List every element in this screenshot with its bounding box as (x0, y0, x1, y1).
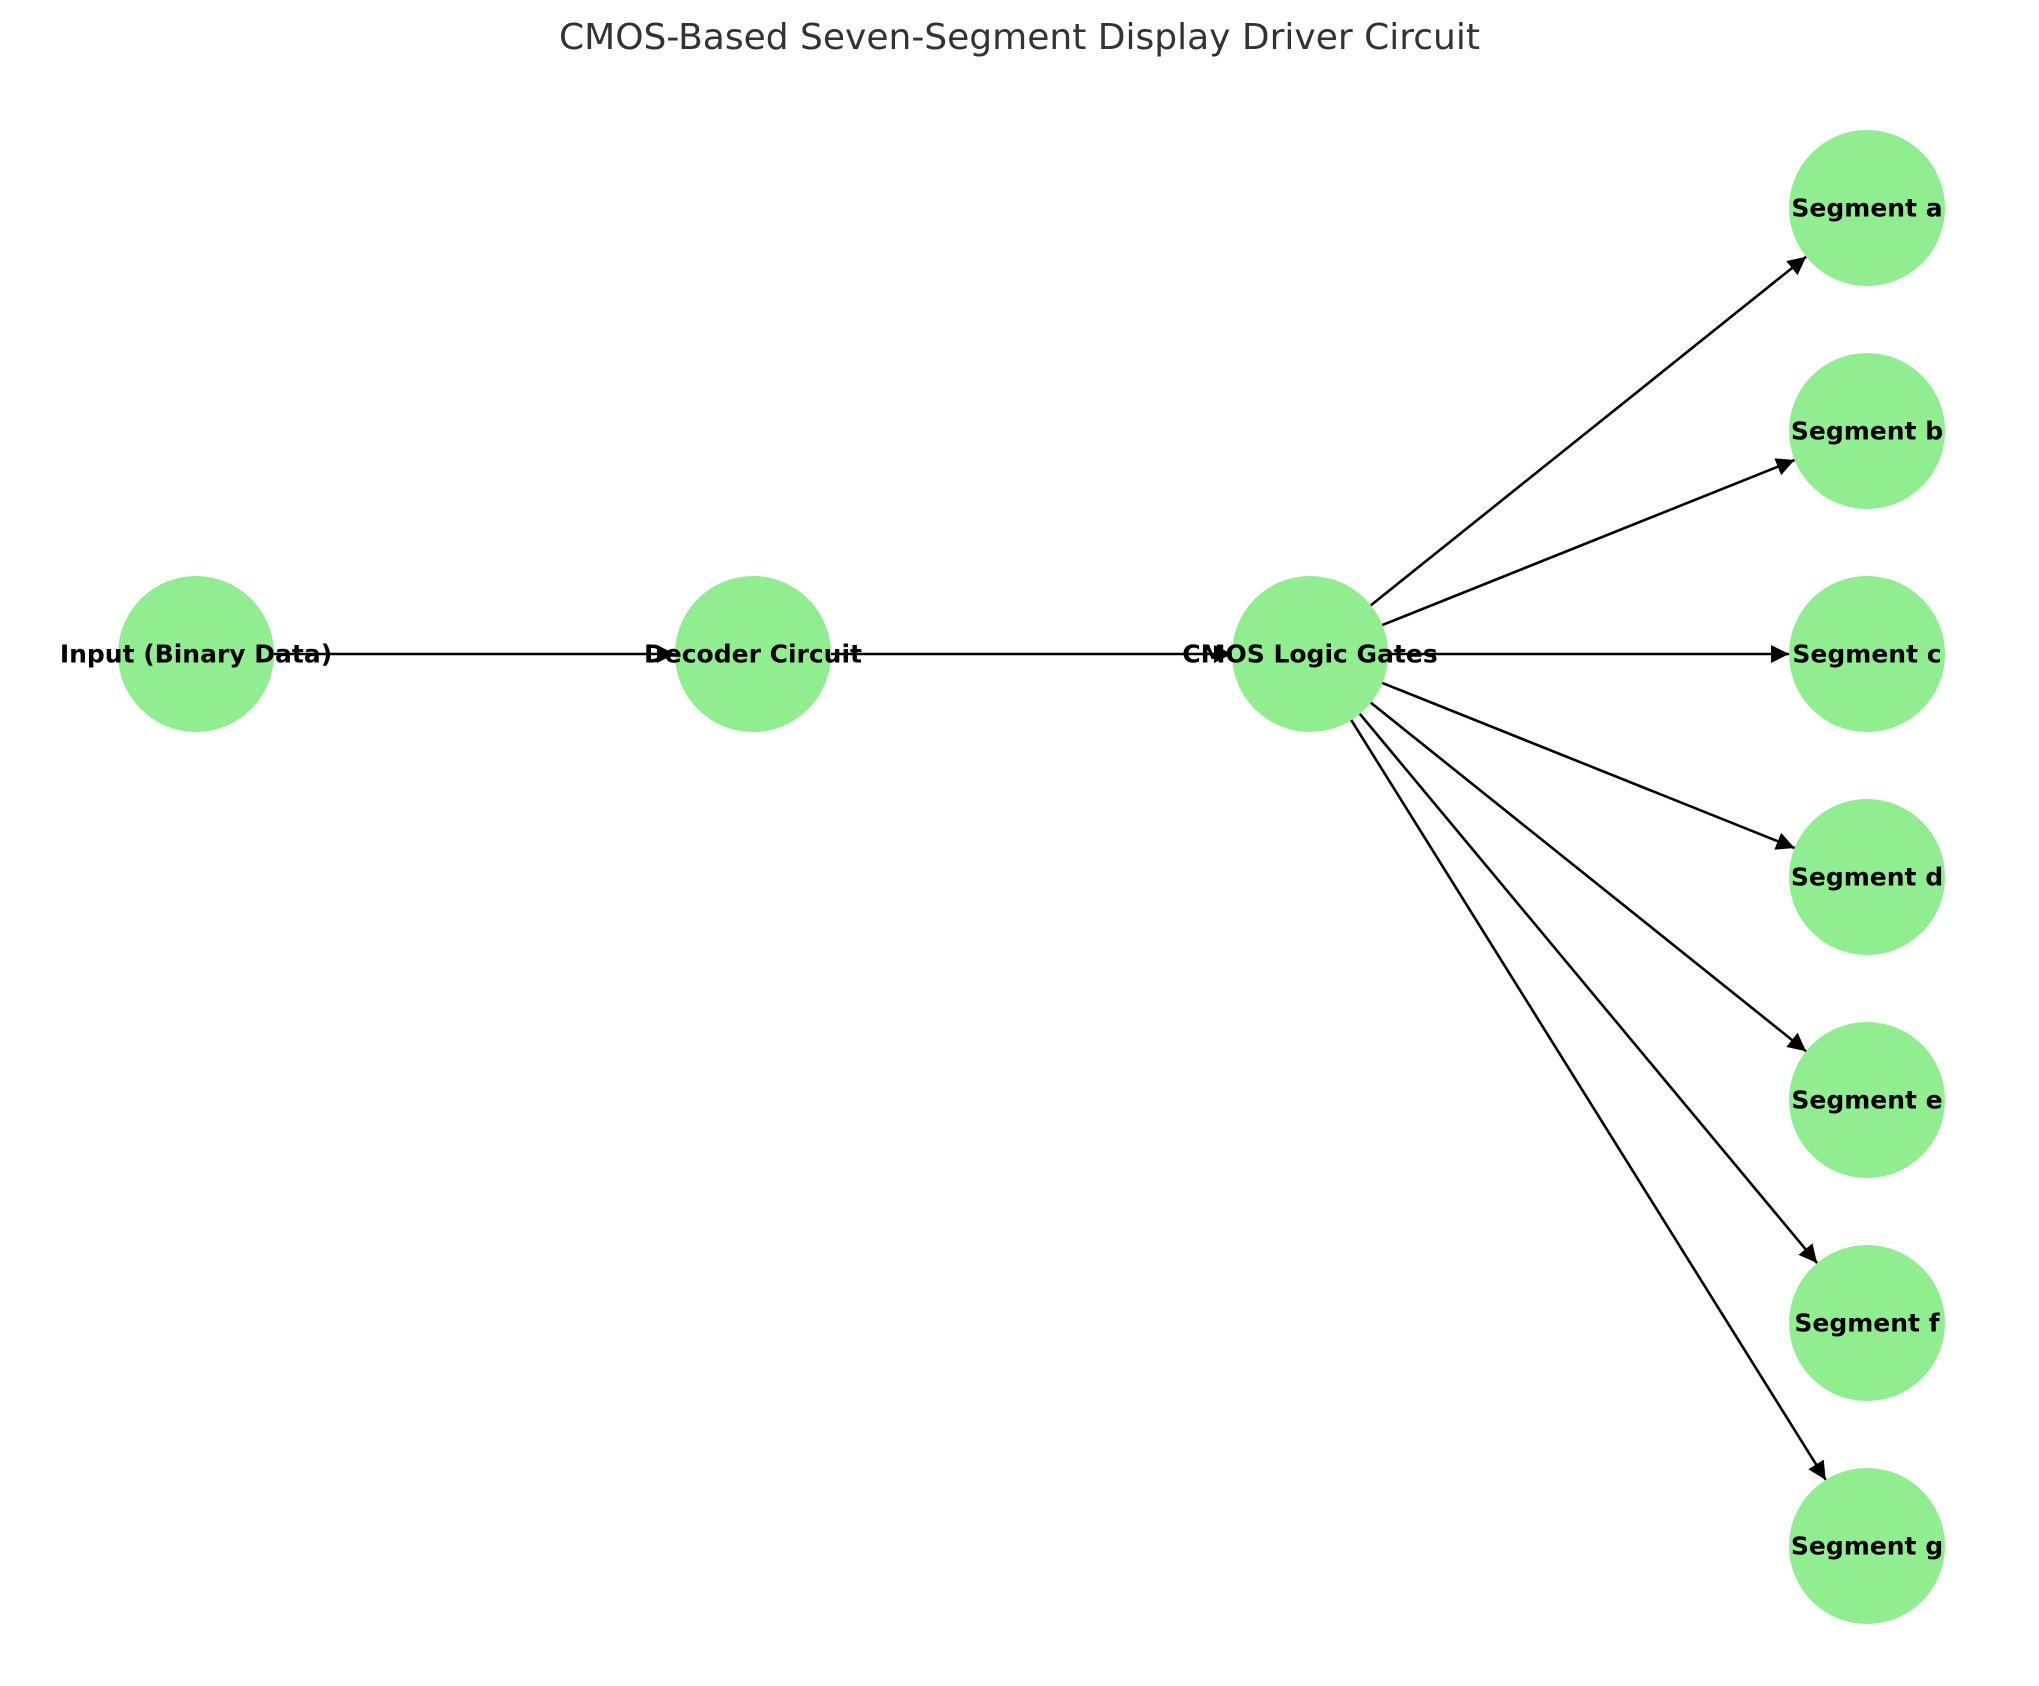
node-label-cmos: CMOS Logic Gates (1182, 640, 1437, 669)
node-seg_b: Segment b (1789, 353, 1945, 509)
edge-cmos-to-seg_e (1356, 690, 1807, 1053)
node-circle-input (118, 576, 274, 732)
node-circle-seg_g (1789, 1468, 1945, 1624)
diagram-title: CMOS-Based Seven-Segment Display Driver … (559, 17, 1480, 58)
node-label-seg_g: Segment g (1791, 1532, 1943, 1561)
node-seg_g: Segment g (1789, 1468, 1945, 1624)
node-label-seg_a: Segment a (1791, 194, 1942, 223)
node-seg_a: Segment a (1789, 130, 1945, 286)
edge-cmos-to-seg_g (1340, 704, 1827, 1481)
node-circle-cmos (1232, 576, 1388, 732)
node-decoder: Decoder Circuit (644, 576, 862, 732)
node-label-seg_f: Segment f (1794, 1309, 1940, 1338)
node-label-decoder: Decoder Circuit (644, 640, 862, 669)
node-circle-seg_e (1789, 1022, 1945, 1178)
node-label-input: Input (Binary Data) (60, 640, 332, 669)
edge-cmos-to-seg_a (1356, 255, 1807, 618)
node-cmos: CMOS Logic Gates (1182, 576, 1438, 732)
node-circle-seg_f (1789, 1245, 1945, 1401)
node-circle-seg_a (1789, 130, 1945, 286)
node-label-seg_d: Segment d (1791, 863, 1943, 892)
node-seg_e: Segment e (1789, 1022, 1945, 1178)
edge-cmos-to-seg_b (1365, 458, 1796, 633)
node-label-seg_e: Segment e (1791, 1086, 1942, 1115)
node-circle-seg_d (1789, 799, 1945, 955)
edges-layer (256, 255, 1827, 1481)
node-seg_d: Segment d (1789, 799, 1945, 955)
node-circle-seg_c (1789, 576, 1945, 732)
nodes-layer: Input (Binary Data) Decoder Circuit CMOS L… (60, 130, 1945, 1624)
node-circle-seg_b (1789, 353, 1945, 509)
node-input: Input (Binary Data) (60, 576, 332, 732)
edge-cmos-to-seg_f (1347, 699, 1819, 1264)
node-circle-decoder (675, 576, 831, 732)
edge-cmos-to-seg_d (1365, 675, 1796, 850)
node-seg_c: Segment c (1789, 576, 1945, 732)
node-label-seg_c: Segment c (1792, 640, 1941, 669)
node-label-seg_b: Segment b (1791, 417, 1943, 446)
node-seg_f: Segment f (1789, 1245, 1945, 1401)
